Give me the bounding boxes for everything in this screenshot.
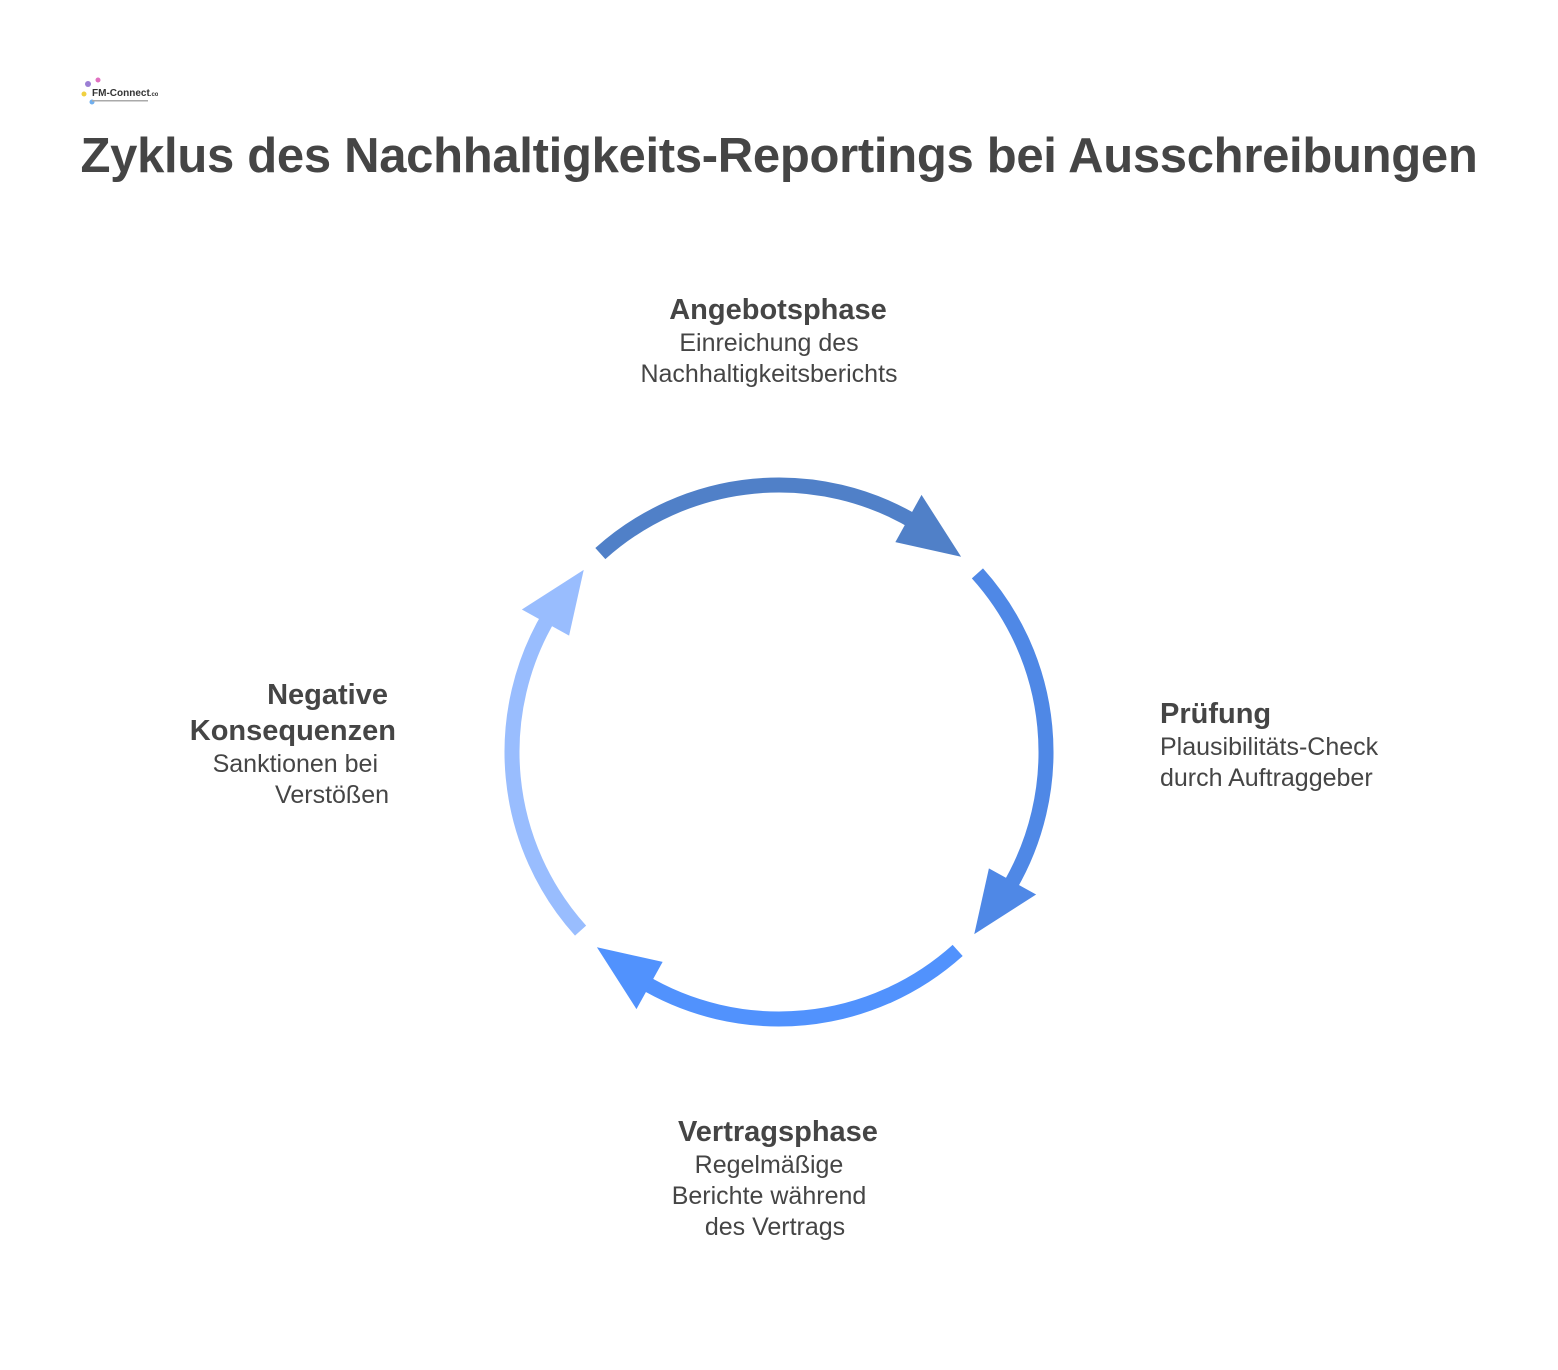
stage-label-pruefung: Prüfung Plausibilitäts-Check durch Auftr… <box>1160 696 1378 794</box>
stage-desc-line: Einreichung des <box>679 329 859 357</box>
stage-title: Angebotsphase <box>669 294 887 326</box>
cycle-arrow-angebotsphase <box>595 477 921 560</box>
cycle-arrow-pruefung <box>971 568 1054 894</box>
stage-desc-line: des Vertrags <box>704 1213 846 1241</box>
page-title: Zyklus des Nachhaltigkeits-Reportings be… <box>80 129 1478 183</box>
stage-desc-line: Regelmäßige <box>694 1151 844 1179</box>
stage-label-angebotsphase: Angebotsphase Einreichung des Nachhaltig… <box>578 292 978 390</box>
stage-desc-line: Plausibilitäts-Check <box>1160 733 1379 761</box>
stage-label-vertragsphase: Vertragsphase Regelmäßige Berichte währe… <box>578 1114 978 1243</box>
arrowhead-negative-konsequenzen <box>521 569 584 636</box>
stage-title-line: Konsequenzen <box>189 715 396 747</box>
svg-text:FM-Connect.com: FM-Connect.com <box>92 88 158 99</box>
cycle-arrow-negative-konsequenzen <box>504 610 587 936</box>
arrowhead-vertragsphase <box>596 947 663 1010</box>
stage-desc-line: Sanktionen bei <box>212 750 378 778</box>
stage-desc-line: Berichte während <box>671 1182 867 1210</box>
stage-title: Vertragsphase <box>678 1116 878 1148</box>
arrowhead-pruefung <box>974 868 1037 935</box>
stage-title-line: Negative <box>267 679 388 711</box>
stage-desc-line: Verstößen <box>275 781 389 809</box>
arrowhead-angebotsphase <box>895 494 962 557</box>
stage-title: Prüfung <box>1160 698 1272 730</box>
stage-desc-line: Nachhaltigkeitsberichts <box>640 360 898 388</box>
fm-connect-logo: FM-Connect.com <box>81 77 158 105</box>
stage-label-negative-konsequenzen: Negative Konsequenzen Sanktionen bei Ver… <box>96 677 396 811</box>
cycle-arrow-vertragsphase <box>637 944 963 1027</box>
stage-desc-line: durch Auftraggeber <box>1160 764 1373 792</box>
